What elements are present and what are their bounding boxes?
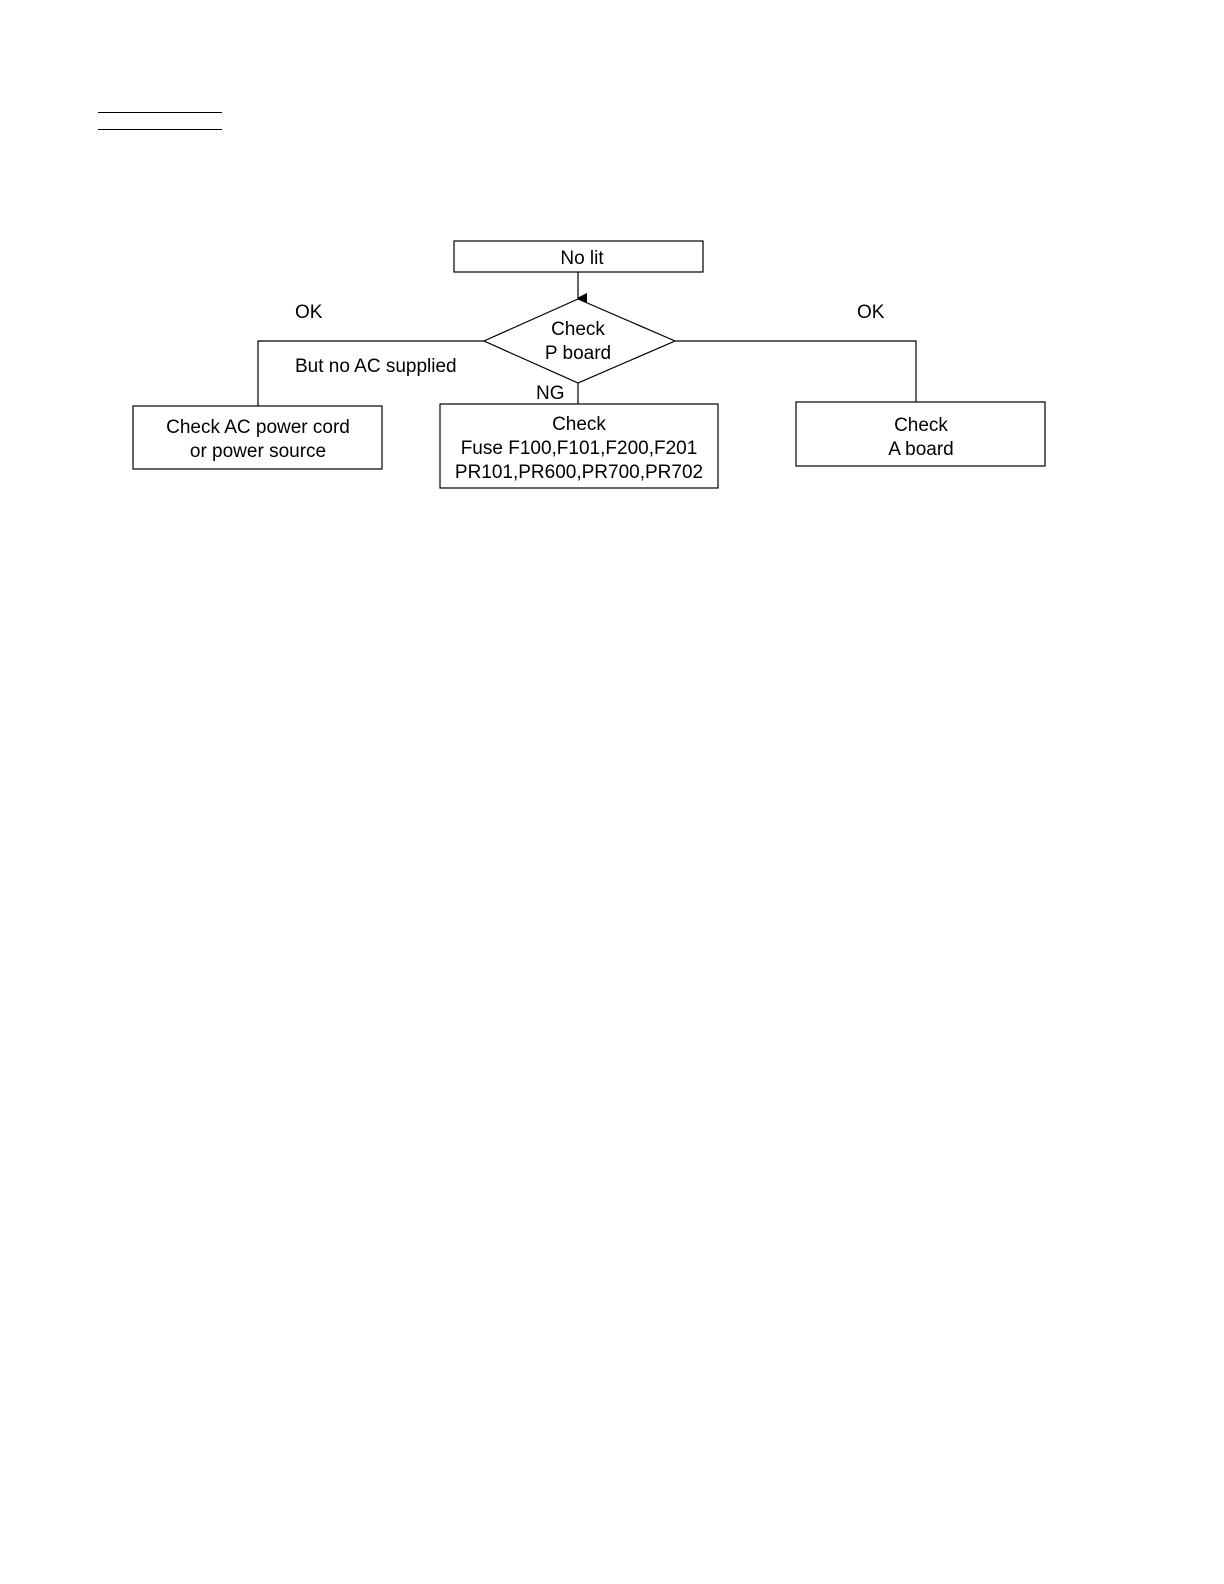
start-node-label: No lit bbox=[560, 248, 604, 269]
center-node-line1: Check bbox=[552, 414, 606, 435]
decision-node-line2: P board bbox=[545, 343, 611, 364]
edge-label-right-ok: OK bbox=[857, 302, 885, 323]
right-node-line1: Check bbox=[894, 415, 948, 436]
connector-right-branch bbox=[675, 341, 916, 402]
right-node-line2: A board bbox=[888, 439, 954, 460]
decision-node: Check P board bbox=[484, 299, 675, 383]
start-node: No lit bbox=[454, 241, 703, 272]
center-node-line3: PR101,PR600,PR700,PR702 bbox=[455, 462, 703, 483]
left-node-line2: or power source bbox=[190, 441, 326, 462]
left-node: Check AC power cord or power source bbox=[133, 406, 382, 469]
edge-label-left-sublabel: But no AC supplied bbox=[295, 356, 457, 377]
center-node: Check Fuse F100,F101,F200,F201 PR101,PR6… bbox=[440, 404, 718, 488]
edge-label-down-ng: NG bbox=[536, 383, 565, 404]
decision-node-line1: Check bbox=[551, 319, 605, 340]
left-node-line1: Check AC power cord bbox=[166, 417, 350, 438]
center-node-line2: Fuse F100,F101,F200,F201 bbox=[461, 438, 698, 459]
edge-label-left-ok: OK bbox=[295, 302, 323, 323]
right-node: Check A board bbox=[796, 402, 1045, 466]
